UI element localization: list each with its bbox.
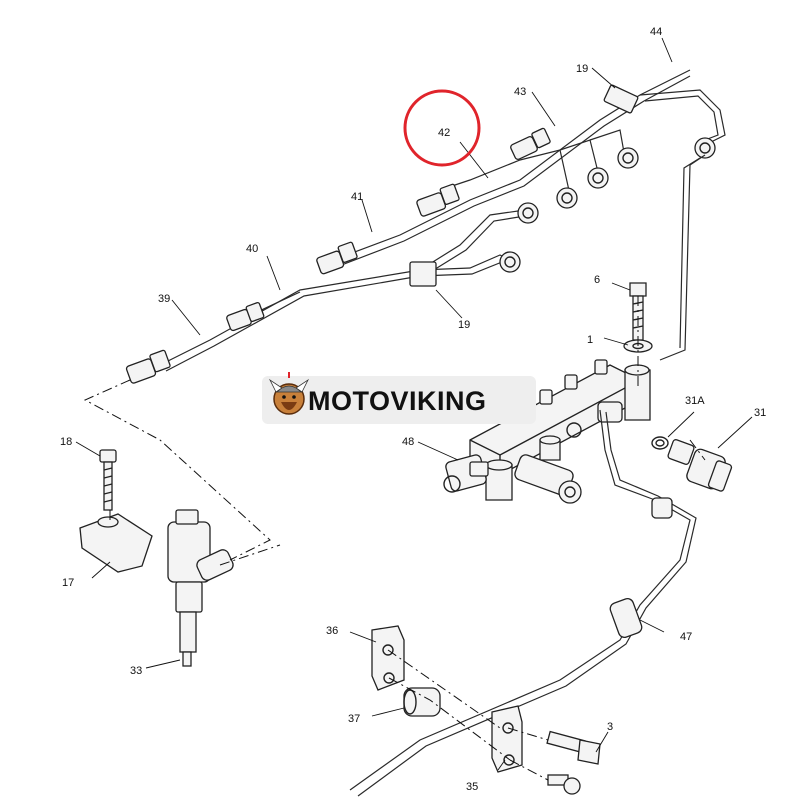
leader-lines — [75, 37, 753, 771]
sensor-31 — [667, 439, 733, 492]
line-nut-43 — [510, 127, 551, 160]
callout-3: 3 — [607, 721, 613, 733]
rail-fitting — [566, 401, 623, 438]
callout-44: 44 — [650, 26, 662, 38]
callout-31a: 31A — [685, 395, 705, 407]
pressure-sensor-48 — [443, 454, 489, 493]
callout-35: 35 — [466, 781, 478, 793]
line-clamp-lower — [409, 261, 437, 287]
callout-48: 48 — [402, 436, 414, 448]
line-nut-41 — [316, 241, 358, 275]
callout-31: 31 — [754, 407, 766, 419]
callout-33: 33 — [130, 665, 142, 677]
line-clamp-upper — [603, 84, 639, 114]
bolt-18 — [99, 449, 117, 511]
fuel-rail — [469, 359, 651, 501]
injection-line-bundle — [159, 69, 726, 372]
callout-39: 39 — [158, 293, 170, 305]
line-nut-40 — [226, 302, 265, 332]
callout-18: 18 — [60, 436, 72, 448]
line-nut-39 — [125, 349, 171, 384]
tube-fitting-47 — [609, 497, 673, 638]
brand-banner — [262, 376, 536, 424]
pump-fittings — [499, 137, 716, 273]
brand-name: MOTOVIKING — [308, 386, 487, 416]
bracket-35 — [491, 705, 523, 773]
callout-1: 1 — [587, 334, 593, 346]
line-nut-42 — [416, 183, 460, 217]
o-ring-31a — [651, 436, 669, 450]
viking-mascot-logo — [268, 372, 310, 415]
pressure-relief-valve — [514, 454, 582, 504]
sleeve-37 — [403, 687, 441, 717]
bolt-lower — [547, 774, 581, 795]
bracket-36 — [371, 625, 405, 691]
highlight-circle-42 — [403, 89, 481, 167]
callout-37: 37 — [348, 713, 360, 725]
callout-19-bottom: 19 — [458, 319, 470, 331]
callout-labels: 44 19 43 42 41 40 39 19 6 1 31A 31 48 18… — [60, 26, 766, 793]
callout-17: 17 — [62, 577, 74, 589]
high-pressure-tube — [349, 409, 691, 791]
callout-19-top: 19 — [576, 63, 588, 75]
callout-47: 47 — [680, 631, 692, 643]
brand-watermark: MOTOVIKING — [262, 372, 536, 424]
callout-6: 6 — [594, 274, 600, 286]
callout-36: 36 — [326, 625, 338, 637]
callout-43: 43 — [514, 86, 526, 98]
line-nuts — [125, 84, 716, 384]
assembly-lines — [83, 296, 706, 781]
callout-40: 40 — [246, 243, 258, 255]
clamp-17 — [79, 513, 153, 573]
callout-41: 41 — [351, 191, 363, 203]
bolt-3 — [546, 730, 601, 765]
injector-33 — [167, 509, 234, 667]
callout-42: 42 — [438, 127, 450, 139]
